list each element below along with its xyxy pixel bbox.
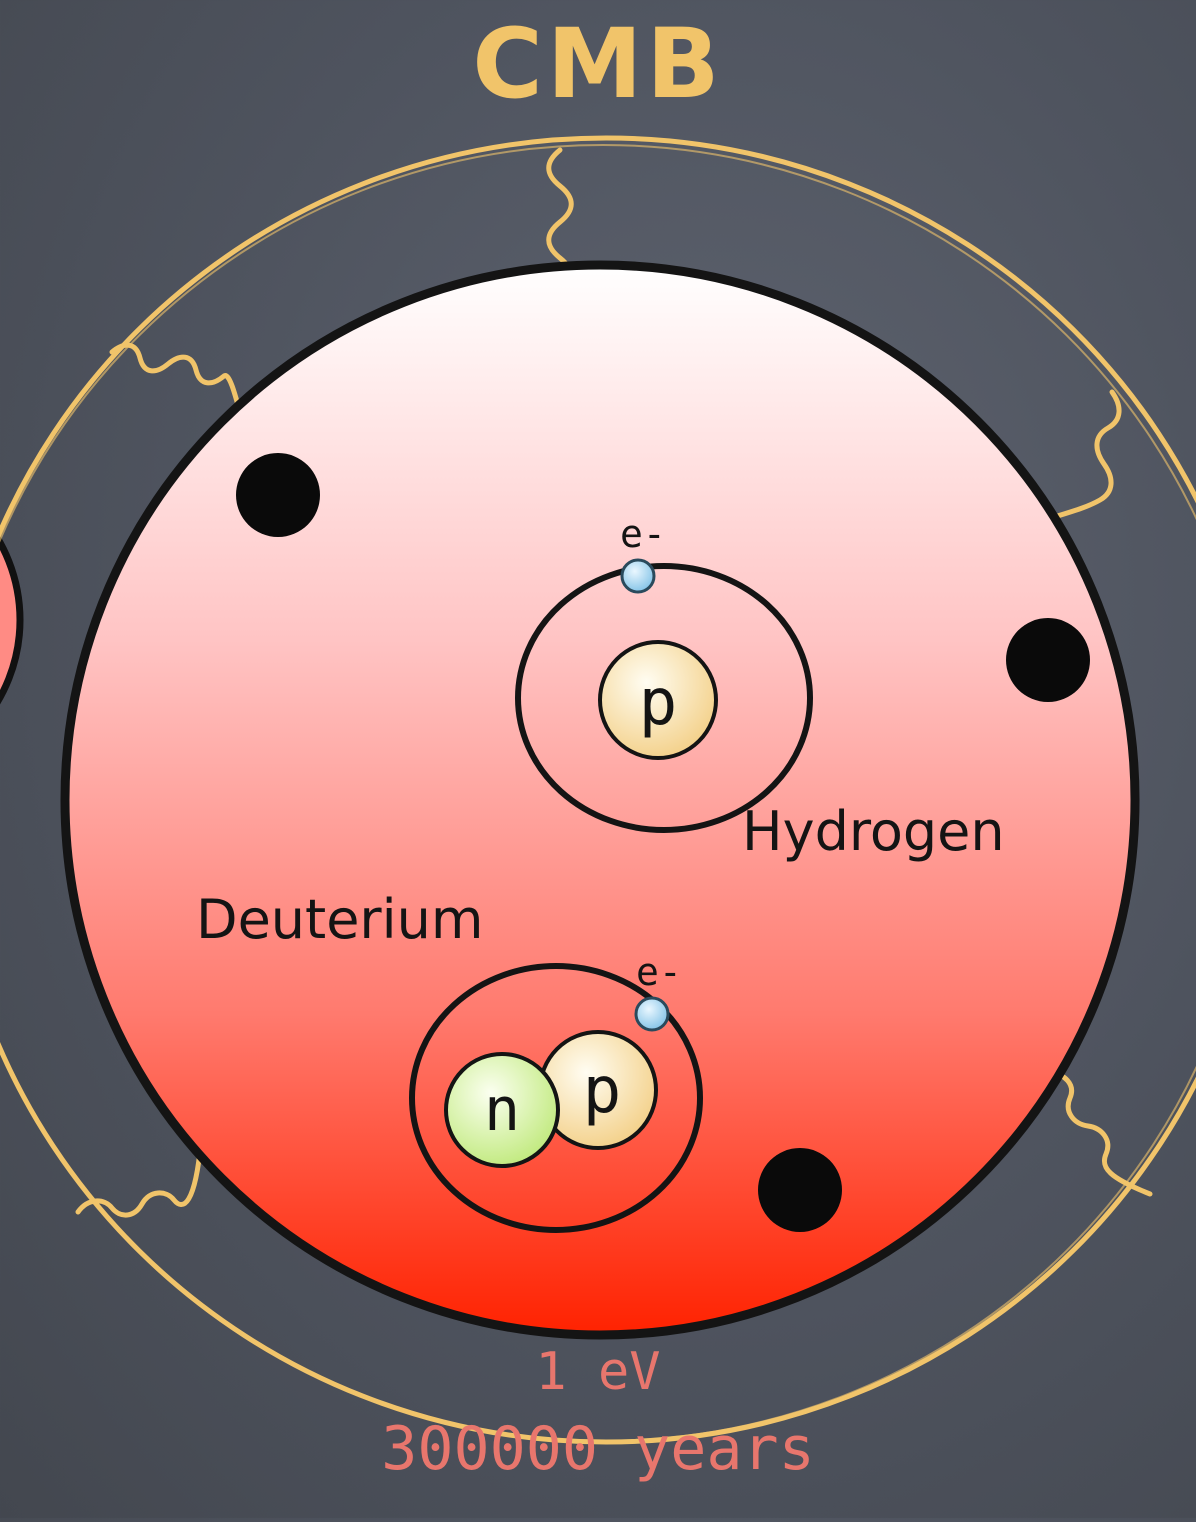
deuterium-neutron-label: n [484, 1075, 520, 1145]
photon-wave-lower-right [1050, 1072, 1150, 1194]
hydrogen-label: Hydrogen [742, 800, 1005, 863]
black-hole-dot [236, 453, 320, 537]
electron [636, 998, 668, 1030]
hydrogen-proton-label: p [639, 666, 678, 740]
deuterium-proton-label: p [583, 1054, 622, 1128]
hydrogen-electron-label: e- [620, 512, 666, 556]
deuterium-electron-label: e- [636, 950, 682, 994]
black-hole-dot [758, 1148, 842, 1232]
photon-wave-upper-right [1038, 392, 1119, 522]
black-hole-dot [1006, 618, 1090, 702]
diagram-title: CMB [0, 8, 1196, 120]
energy-label: 1 eV [0, 1342, 1196, 1402]
electron [622, 560, 654, 592]
time-label: 300000 years [0, 1414, 1196, 1484]
deuterium-label: Deuterium [196, 888, 483, 951]
